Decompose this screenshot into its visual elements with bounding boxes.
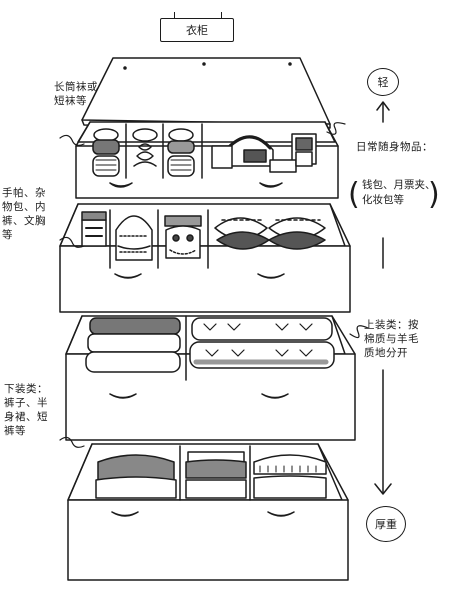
label-bottoms: 下装类： 裤子、半 身裙、短 裤等	[4, 382, 48, 438]
lid	[81, 57, 331, 129]
pointer-lines	[59, 122, 369, 448]
label-bottoms-line-3: 身裙、短	[4, 411, 48, 423]
label-socks-line-2: 短袜等	[54, 95, 87, 107]
label-bottoms-line-1: 下装类：	[4, 383, 48, 395]
label-tops-line-2: 棉质与羊毛	[364, 333, 419, 345]
label-small-line-4: 等	[2, 229, 13, 241]
label-small-line-1: 手帕、杂	[2, 187, 46, 199]
small-items	[81, 211, 326, 261]
label-daily-heading: 日常随身物品：	[356, 141, 433, 153]
label-bottoms-line-4: 裤等	[4, 425, 26, 437]
label-small-line-2: 物包、内	[2, 201, 46, 213]
label-small-line-3: 裤、文胸	[2, 215, 46, 227]
scale-heavy-label: 厚重	[375, 518, 397, 531]
socks-bundles	[92, 128, 195, 177]
drawer-2	[59, 203, 351, 313]
scale-light-label: 轻	[377, 76, 389, 89]
drawer-1	[75, 121, 339, 199]
label-tops: 上装类：按 棉质与羊毛 质地分开	[364, 318, 419, 360]
label-small-items: 手帕、杂 物包、内 裤、文胸 等	[2, 186, 46, 242]
label-socks-line-1: 长筒袜或	[54, 81, 98, 93]
label-daily-items: ( ) 钱包、月票夹、 化妆包等	[348, 177, 440, 212]
folded-tops	[85, 317, 335, 373]
drawer-3	[65, 315, 356, 441]
label-tops-line-1: 上装类：按	[364, 319, 419, 331]
scale-heavy: 厚重	[366, 506, 406, 542]
label-daily-items-line-1: 钱包、月票夹、	[362, 179, 436, 191]
drawer-4	[67, 443, 349, 581]
title-hanger	[174, 12, 222, 18]
label-daily-items-line-2: 化妆包等	[362, 194, 404, 206]
label-daily: 日常随身物品：	[356, 140, 433, 154]
label-tops-line-3: 质地分开	[364, 347, 408, 359]
label-bottoms-line-2: 裤子、半	[4, 397, 48, 409]
folded-bottoms	[95, 451, 327, 499]
daily-items	[211, 133, 317, 173]
scale-light: 轻	[367, 68, 399, 96]
diagram-title: 衣柜	[160, 18, 234, 42]
label-socks: 长筒袜或 短袜等	[54, 80, 98, 108]
weight-arrow	[374, 101, 392, 495]
